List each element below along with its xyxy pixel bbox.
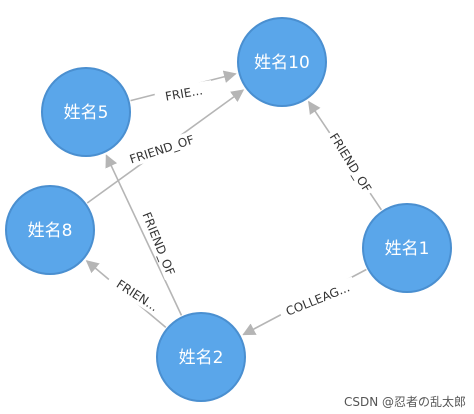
edge-label-group-e8_10: FRIEND_OF [124,130,199,168]
edge-label-e5_10: FRIE... [164,83,204,103]
edge-label-group-e5_10: FRIE... [153,80,214,106]
node-label: 姓名8 [28,221,73,241]
edge-label-group-e1_10: FRIEND_OF [324,127,377,198]
node-n5[interactable]: 姓名5 [41,67,131,157]
node-circle[interactable] [237,17,327,107]
edge-label-group-e2_5: FRIEND_OF [137,206,180,281]
node-label: 姓名10 [254,53,310,73]
edge-label-e1_10: FRIEND_OF [327,131,374,195]
node-circle[interactable] [362,203,452,293]
edge-label-bg [124,130,199,168]
node-label: 姓名2 [179,348,224,368]
edge-label-group-e2_8: FRIEN... [105,270,170,320]
edge-label-bg [277,276,358,322]
watermark-text: CSDN @忍者の乱太郎 [343,395,466,409]
edge-label-e2_8: FRIEN... [114,277,161,314]
node-circle[interactable] [5,185,95,275]
node-circle[interactable] [41,67,131,157]
node-circle[interactable] [156,312,246,402]
node-n2[interactable]: 姓名2 [156,312,246,402]
edge-label-bg [153,80,214,106]
node-label: 姓名5 [64,103,109,123]
edge-label-bg [324,127,377,198]
edge-label-e1_2: COLLEAG... [284,280,352,318]
node-n10[interactable]: 姓名10 [237,17,327,107]
edge-label-bg [105,270,170,320]
node-n8[interactable]: 姓名8 [5,185,95,275]
node-label: 姓名1 [385,239,430,259]
edge-label-group-e1_2: COLLEAG... [277,276,358,322]
node-n1[interactable]: 姓名1 [362,203,452,293]
edge-e2_5 [105,154,183,316]
edge-label-bg [137,206,180,281]
